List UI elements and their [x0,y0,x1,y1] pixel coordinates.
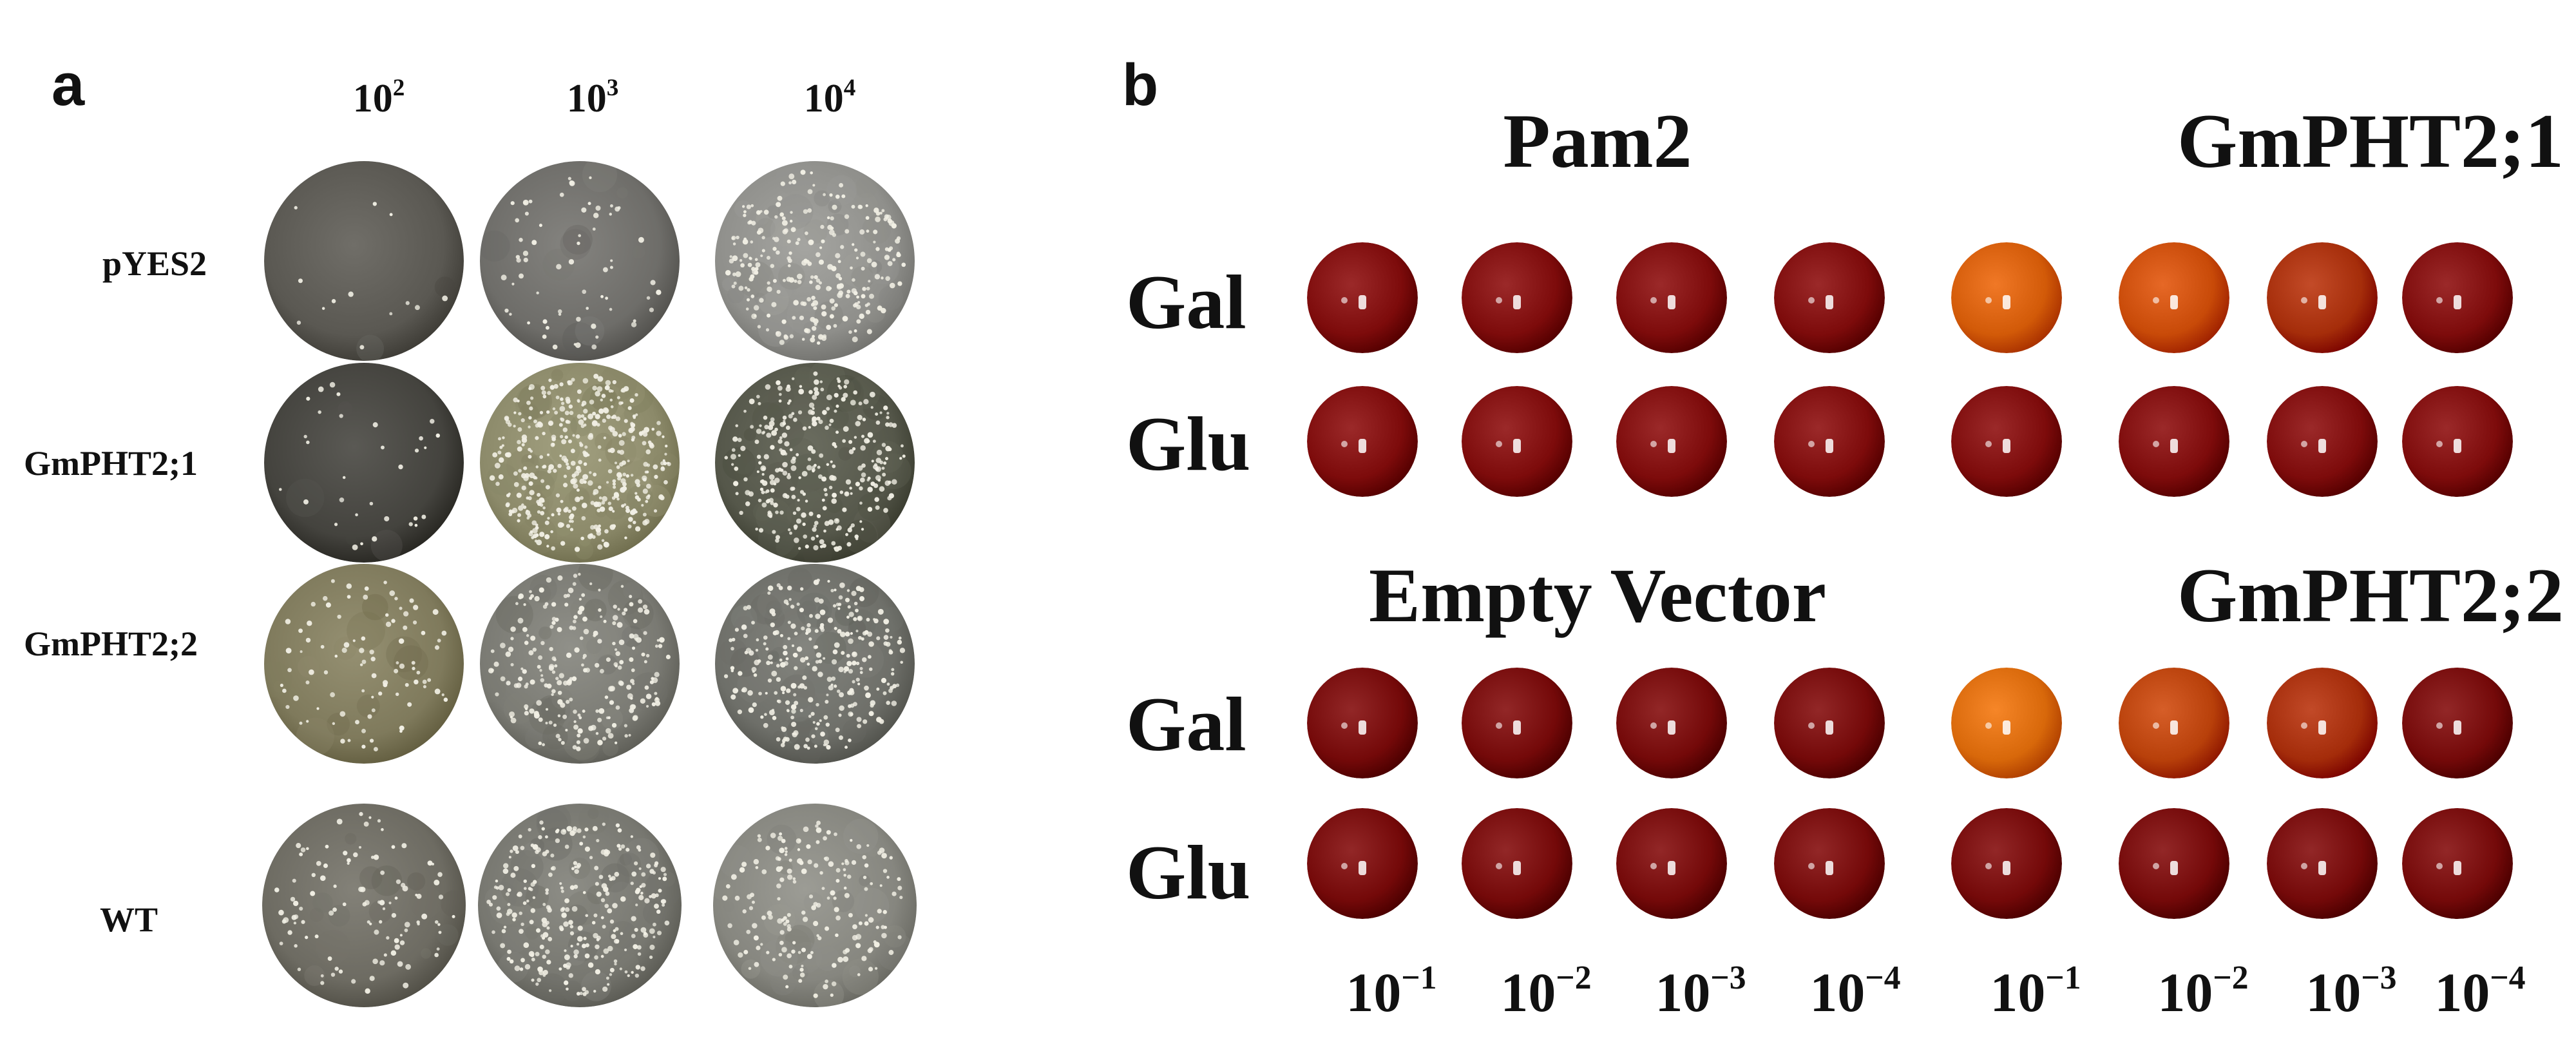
well [1616,808,1727,919]
group-title-empty-vector: Empty Vector [1369,552,1826,638]
dilution-label-a-2: 103 [566,74,619,121]
agar-plate [264,564,464,764]
well [2119,242,2229,353]
dilution-label-b-2: 10−2 [1500,960,1592,1023]
agar-plate [480,161,680,361]
row-label-glu-top: Glu [1126,401,1251,487]
well [1307,808,1418,919]
well [2267,668,2378,778]
well [2402,242,2513,353]
well [2402,386,2513,497]
row-label-gal-bottom: Gal [1126,681,1246,767]
well [1462,668,1572,778]
panel-b-letter: b [1122,52,1159,118]
well [1951,386,2062,497]
dilution-label-a-3: 104 [803,74,856,121]
well [1462,808,1572,919]
dilution-label-b-7: 10−3 [2305,960,2397,1023]
well [2119,808,2229,919]
well [1462,242,1572,353]
agar-plate [715,363,915,563]
well [1951,668,2062,778]
well [1951,242,2062,353]
agar-plate [715,161,915,361]
well [2267,386,2378,497]
well [2119,668,2229,778]
group-title-gmpht2-1: GmPHT2;1 [2177,98,2564,184]
row-label-gmpht2-1: GmPHT2;1 [24,444,198,483]
row-label-wt: WT [99,900,158,939]
well [1462,386,1572,497]
group-title-gmpht2-2: GmPHT2;2 [2177,552,2564,638]
row-label-pyes2: pYES2 [102,244,207,283]
agar-plate [715,564,915,764]
agar-plate [713,804,917,1007]
row-label-glu-bottom: Glu [1126,829,1251,915]
well [1616,386,1727,497]
well [2119,386,2229,497]
well [1774,242,1885,353]
agar-plate [262,804,466,1007]
dilution-label-b-3: 10−3 [1655,960,1746,1023]
well [1616,242,1727,353]
row-label-gmpht2-2: GmPHT2;2 [24,624,198,663]
dilution-label-b-4: 10−4 [1809,960,1901,1023]
well [2267,808,2378,919]
dilution-label-a-1: 102 [352,74,405,121]
well [1616,668,1727,778]
well [2267,242,2378,353]
well [1307,386,1418,497]
group-title-pam2: Pam2 [1503,98,1692,184]
agar-plate [478,804,682,1007]
agar-plate [480,363,680,563]
well [2402,808,2513,919]
well [1951,808,2062,919]
well [1774,668,1885,778]
dilution-label-b-5: 10−1 [1990,960,2081,1023]
dilution-label-b-8: 10−4 [2434,960,2526,1023]
well [1774,386,1885,497]
well [1307,668,1418,778]
dilution-label-b-1: 10−1 [1346,960,1437,1023]
well [1774,808,1885,919]
agar-plate [264,161,464,361]
row-label-gal-top: Gal [1126,259,1246,345]
agar-plate [264,363,464,563]
agar-plate [480,564,680,764]
well [1307,242,1418,353]
well [2402,668,2513,778]
dilution-label-b-6: 10−2 [2157,960,2249,1023]
panel-a-letter: a [52,52,85,118]
